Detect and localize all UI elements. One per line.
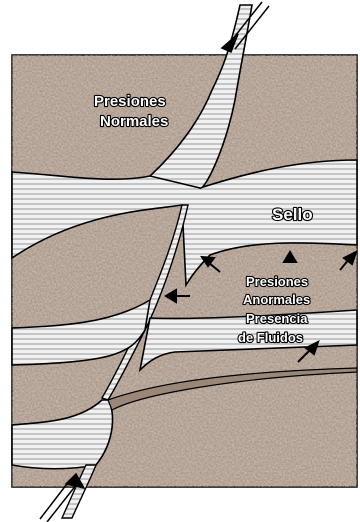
- label-abnormal-2: Anormales: [243, 292, 310, 307]
- label-seal: Sello: [272, 205, 313, 224]
- seal-layer-lower: [11, 399, 114, 470]
- fault-arrow-up-icon: [220, 1, 270, 54]
- label-normal-pressures-1: Presiones: [94, 93, 166, 110]
- label-normal-pressures-2: Normales: [100, 113, 168, 130]
- label-abnormal-1: Presiones: [246, 274, 308, 289]
- fault-sand-upper: [148, 4, 253, 189]
- fault-sand-lower: [60, 464, 98, 519]
- seal-layer-lower-right: [107, 367, 358, 411]
- label-abnormal-4: de Fluidos: [238, 330, 303, 345]
- label-abnormal-3: Presencia: [246, 311, 308, 326]
- fault-arrow-down-icon: [39, 472, 86, 522]
- seal-layer-middle-right: [138, 309, 358, 373]
- pressure-arrow-icon: [164, 250, 358, 363]
- fault-zone: [100, 204, 189, 401]
- seal-layer-middle: [11, 298, 152, 366]
